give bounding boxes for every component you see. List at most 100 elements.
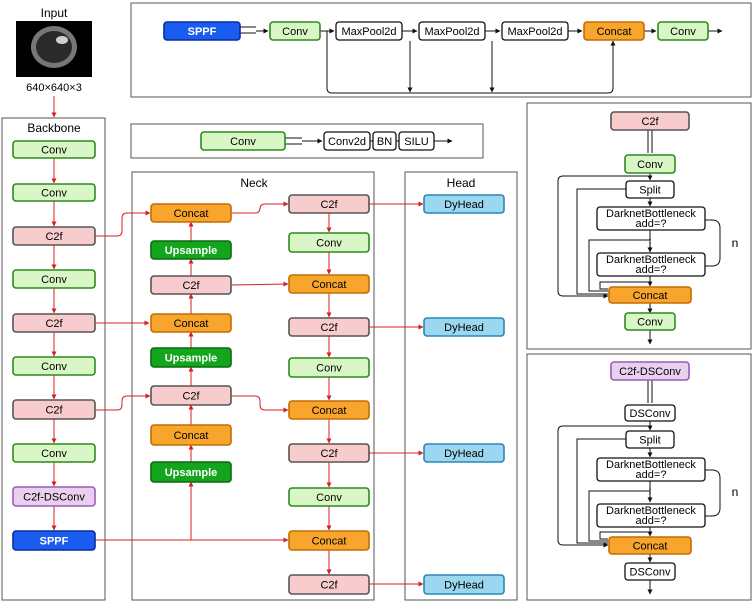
sppf-detail-maxpool-2: MaxPool2d <box>418 21 486 41</box>
sppf-detail-source-box <box>163 21 241 41</box>
neck-conv-right-1: Conv <box>288 232 370 253</box>
backbone-conv-4-box <box>12 356 96 376</box>
neck-c2f-right-3-box <box>288 443 370 463</box>
c2f-detail-bottleneck-1-label-2: add=? <box>636 218 667 230</box>
neck-concat-3-box <box>150 424 232 446</box>
backbone-c2f-3-box <box>12 399 96 420</box>
neck-conv-right-3: Conv <box>288 487 370 507</box>
c2f-dsconv-detail-bottleneck-1-box <box>596 457 706 482</box>
neck-conv-right-1-box <box>288 232 370 253</box>
backbone-conv-5-box <box>12 443 96 463</box>
neck-concat-right-3-label: Concat <box>312 536 347 548</box>
c2f-dsconv-detail-bottleneck-1-label-1: DarknetBottleneck <box>606 459 696 471</box>
c2f-detail-conv-in-box <box>624 154 676 174</box>
neck-concat-3: Concat <box>150 424 232 446</box>
neck-conv-right-2: Conv <box>288 357 370 378</box>
conv-detail-source: Conv <box>200 131 286 151</box>
sppf-detail-maxpool-3: MaxPool2d <box>501 21 569 41</box>
sppf-detail-conv-out-box <box>657 21 709 41</box>
sppf-detail-concat-box <box>583 21 645 41</box>
neck-upsample-2-label: Upsample <box>165 353 218 365</box>
backbone-conv-3: Conv <box>12 269 96 289</box>
c2f-detail-bottleneck-1-label-1: DarknetBottleneck <box>606 208 696 220</box>
backbone-sppf-label: SPPF <box>40 536 69 548</box>
backbone-sppf: SPPF <box>12 530 96 551</box>
backbone-conv-5-label: Conv <box>41 448 67 460</box>
head-dyhead-1-box <box>423 194 505 214</box>
backbone-c2f-dsconv: C2f-DSConv <box>12 486 96 507</box>
head-dyhead-3-box <box>423 443 505 463</box>
c2f-detail-conv-out-label: Conv <box>637 317 663 329</box>
head-panel <box>404 171 518 601</box>
neck-c2f-right-1-label: C2f <box>320 199 338 211</box>
neck-upsample-3: Upsample <box>150 461 232 483</box>
conv-detail-bn-box <box>372 131 397 151</box>
c2f-dsconv-detail-bottleneck-n-label-1: DarknetBottleneck <box>606 505 696 517</box>
head-dyhead-1-label: DyHead <box>444 199 484 211</box>
neck-c2f-left-1: C2f <box>150 275 232 295</box>
head-dyhead-2-box <box>423 317 505 337</box>
neck-c2f-left-1-box <box>150 275 232 295</box>
backbone-c2f-dsconv-label: C2f-DSConv <box>23 492 85 504</box>
neck-conv-right-3-box <box>288 487 370 507</box>
input-size-label: 640×640×3 <box>26 82 82 94</box>
input-title: Input <box>41 6 68 20</box>
neck-c2f-right-3-label: C2f <box>320 448 338 460</box>
c2f-detail-source: C2f <box>610 111 690 131</box>
backbone-c2f-dsconv-box <box>12 486 96 507</box>
neck-c2f-right-4: C2f <box>288 574 370 595</box>
head-dyhead-4: DyHead <box>423 574 505 595</box>
c2f-detail-source-box <box>610 111 690 131</box>
sppf-detail-conv-out-label: Conv <box>670 26 696 38</box>
sppf-detail-panel <box>130 2 752 98</box>
neck-concat-right-2-box <box>288 400 370 420</box>
backbone-sppf-box <box>12 530 96 551</box>
conv-detail-conv2d: Conv2d <box>323 131 371 151</box>
c2f-detail-bottleneck-n-label-1: DarknetBottleneck <box>606 254 696 266</box>
c2f-detail-conv-in: Conv <box>624 154 676 174</box>
c2f-detail-split-box <box>625 180 675 199</box>
sppf-detail-maxpool-3-box <box>501 21 569 41</box>
sppf-detail-source-label: SPPF <box>188 26 217 38</box>
sppf-detail-maxpool-1-box <box>335 21 403 41</box>
head-dyhead-1: DyHead <box>423 194 505 214</box>
neck-c2f-right-4-label: C2f <box>320 580 338 592</box>
backbone-c2f-1-box <box>12 226 96 246</box>
c2f-dsconv-detail-bottleneck-n-label-2: add=? <box>636 515 667 527</box>
neck-concat-1-box <box>150 203 232 223</box>
head-dyhead-2-label: DyHead <box>444 322 484 334</box>
c2f-detail-bottleneck-1-box <box>596 206 706 231</box>
backbone-conv-1-label: Conv <box>41 145 67 157</box>
backbone-conv-2: Conv <box>12 183 96 202</box>
c2f-dsconv-detail-bottleneck-1-label-2: add=? <box>636 469 667 481</box>
sppf-detail-maxpool-1-label: MaxPool2d <box>341 26 396 38</box>
c2f-detail-conv-out: Conv <box>624 312 676 331</box>
c2f-bottleneck-dots: ⋮ <box>644 236 656 250</box>
head-dyhead-3-label: DyHead <box>444 448 484 460</box>
neck-upsample-3-box <box>150 461 232 483</box>
c2f-detail-conv-in-label: Conv <box>637 159 663 171</box>
sppf-detail-conv-in: Conv <box>269 21 321 41</box>
conv-detail-silu-box <box>398 131 435 151</box>
neck-concat-2: Concat <box>150 313 232 333</box>
c2f-dsconv-detail-dsconv-in-box <box>624 404 676 422</box>
neck-concat-2-label: Concat <box>174 318 209 330</box>
wire-c2f-p5-to-c2f <box>95 393 151 411</box>
c2f-dsconv-detail-source-label: C2f-DSConv <box>619 366 681 378</box>
neck-title: Neck <box>240 176 268 190</box>
sppf-detail-source: SPPF <box>163 21 241 41</box>
c2f-detail-concat-box <box>608 286 692 304</box>
c2f-detail-wires <box>557 130 721 345</box>
c2f-dsconv-detail-concat-label: Concat <box>633 541 668 553</box>
sppf-detail-maxpool-1: MaxPool2d <box>335 21 403 41</box>
neck-c2f-right-2: C2f <box>288 317 370 337</box>
input-image <box>16 21 92 77</box>
sppf-detail-conv-out: Conv <box>657 21 709 41</box>
backbone-c2f-2-box <box>12 313 96 333</box>
sppf-detail-maxpool-2-label: MaxPool2d <box>424 26 479 38</box>
c2f-dsconv-repeat-n: n <box>732 485 739 499</box>
c2f-dsconv-detail-dsconv-out-box <box>624 562 676 581</box>
neck-concat-right-1-box <box>288 274 370 294</box>
